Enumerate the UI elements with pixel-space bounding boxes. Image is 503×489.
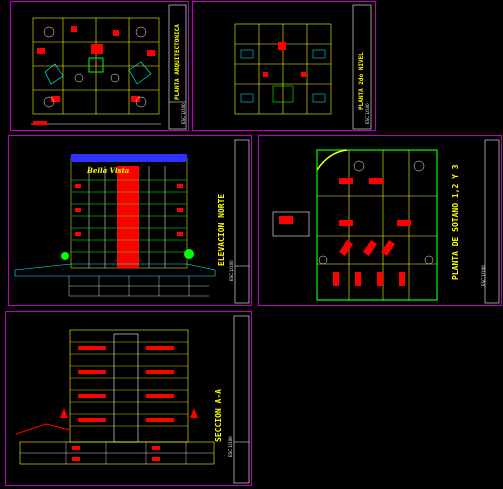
north-elevation-drawing xyxy=(14,139,250,304)
section-drawing xyxy=(15,315,250,484)
sheet-section[interactable]: SECCION A-A ESC 1/100 xyxy=(5,311,252,486)
basement-plan-drawing xyxy=(272,139,500,304)
sheet-scale: ESC 1/100 xyxy=(181,103,186,124)
sheet-title: SECCION A-A xyxy=(214,389,223,442)
sheet-north-elevation[interactable]: Bella Vista ELEVACION NORTE ESC 1/100 xyxy=(8,135,252,306)
sheet-scale: ESC 1/100 xyxy=(228,436,233,457)
sheet-basement-plan[interactable]: PLANTA DE SOTANO 1,2 Y 3 ESC 1/100 xyxy=(258,135,502,306)
sheet-title: PLANTA DE SOTANO 1,2 Y 3 xyxy=(451,164,460,280)
building-sign: Bella Vista xyxy=(87,166,130,175)
sheet-title: PLANTA ARQUITECTONICA xyxy=(174,24,181,100)
sheet-scale: ESC 1/100 xyxy=(229,260,234,281)
floor-plan-drawing xyxy=(31,4,187,130)
sheet-title: PLANTA 2do NIVEL xyxy=(358,52,365,110)
sheet-second-floor[interactable]: PLANTA 2do NIVEL ESC 1/100 xyxy=(192,1,376,131)
second-floor-drawing xyxy=(234,4,372,130)
sheet-title: ELEVACION NORTE xyxy=(217,193,226,266)
sheet-scale: ESC 1/100 xyxy=(365,103,370,124)
sheet-scale: ESC 1/100 xyxy=(481,265,486,286)
sheet-architectural-plan[interactable]: PLANTA ARQUITECTONICA ESC 1/100 xyxy=(10,1,189,131)
